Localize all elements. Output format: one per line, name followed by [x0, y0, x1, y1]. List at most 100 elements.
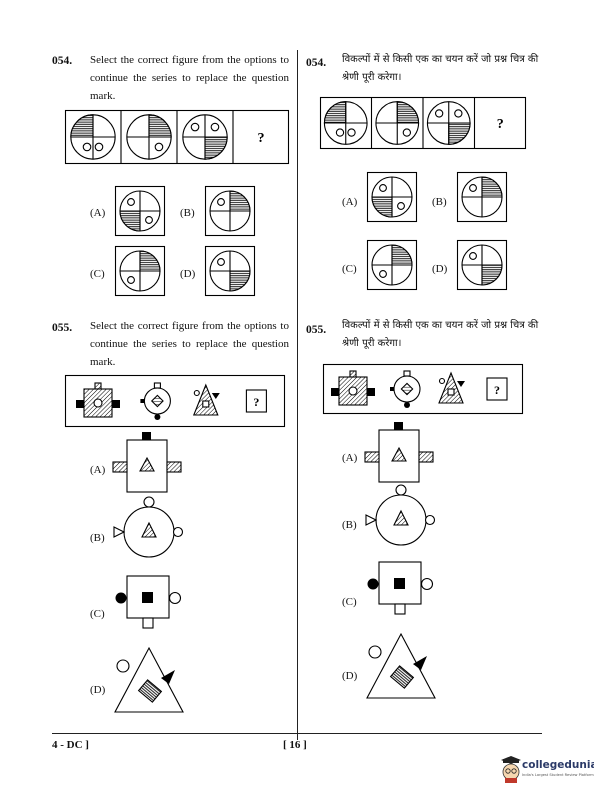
small-circle: [454, 109, 463, 118]
hatched-triangle: [192, 383, 219, 416]
quadrant-circle: [371, 244, 413, 286]
q54-option-b-figure[interactable]: [204, 185, 256, 237]
q55-option-b-figure-hi[interactable]: [357, 484, 447, 554]
q55-option-b-label[interactable]: (B): [90, 532, 105, 544]
small-circle: [168, 591, 182, 605]
black-triangle: [211, 393, 220, 399]
q55-option-d-figure[interactable]: [105, 640, 195, 720]
footer-rule: [52, 733, 542, 734]
question-mark: ?: [258, 131, 265, 146]
q54-option-d-figure[interactable]: [204, 245, 256, 297]
q54-option-d-label-hi[interactable]: (D): [432, 263, 448, 275]
small-circle: [127, 276, 135, 284]
q54-option-d-label[interactable]: (D): [180, 268, 196, 280]
question-mark: ?: [497, 117, 504, 132]
hatched-triangle: [391, 446, 407, 462]
small-square: [94, 382, 102, 390]
q54-option-c-figure-hi[interactable]: [366, 239, 418, 291]
small-circle: [469, 184, 477, 192]
q55-option-b-label-hi[interactable]: (B): [342, 519, 357, 531]
small-circle: [402, 128, 412, 137]
q54-number-hi: 054.: [306, 57, 327, 69]
q54-question-text: Select the correct figure from the optio…: [90, 54, 289, 102]
q54-option-a-figure[interactable]: [114, 185, 166, 237]
quadrant-circle: [126, 114, 172, 160]
black-square: [394, 578, 405, 589]
small-circle: [379, 270, 387, 278]
small-circle: [217, 258, 225, 266]
black-square: [331, 388, 339, 396]
q55-option-c-label[interactable]: (C): [90, 608, 105, 620]
q55-option-c-figure[interactable]: [105, 572, 195, 642]
black-square: [140, 399, 145, 403]
small-circle: [190, 122, 200, 132]
hatched-triangle: [438, 371, 464, 404]
quadrant-circle: [461, 244, 503, 286]
hatched-quadrant: [391, 244, 413, 266]
hatched-square: [112, 461, 128, 473]
quadrant-circle: [209, 190, 251, 232]
q55-option-b-figure[interactable]: [105, 496, 195, 566]
small-circle: [116, 659, 130, 673]
hatched-quadrant: [229, 190, 251, 212]
q55-option-c-figure-hi[interactable]: [357, 558, 447, 628]
q55-option-a-label-hi[interactable]: (A): [342, 452, 358, 464]
hatched-quadrant: [148, 114, 172, 138]
hatched-quadrant: [481, 264, 503, 286]
small-circle: [172, 526, 184, 538]
black-square: [394, 422, 403, 430]
q55-question-text: Select the correct figure from the optio…: [90, 320, 289, 368]
small-circle: [420, 577, 434, 591]
side-triangle: [113, 526, 126, 538]
small-square: [403, 370, 411, 377]
hatched-quadrant: [448, 122, 471, 145]
black-square: [76, 400, 84, 408]
q54-option-d-figure-hi[interactable]: [456, 239, 508, 291]
series-frame: [64, 374, 286, 428]
q54-option-c-label[interactable]: (C): [90, 268, 105, 280]
q55-option-d-label[interactable]: (D): [90, 684, 106, 696]
quadrant-circle: [182, 114, 228, 160]
q54-series-figure: ?: [64, 109, 290, 165]
q55-option-a-label[interactable]: (A): [90, 464, 106, 476]
small-square: [349, 370, 357, 378]
q54-series-figure-hi: ?: [319, 96, 527, 150]
big-triangle: [114, 646, 184, 713]
side-triangle: [365, 514, 378, 526]
hatched-quadrant: [229, 270, 251, 292]
q55-option-a-figure-hi[interactable]: [357, 420, 447, 490]
q54-option-b-figure-hi[interactable]: [456, 171, 508, 223]
q54-option-a-label-hi[interactable]: (A): [342, 196, 358, 208]
black-triangle: [413, 656, 427, 670]
small-circle: [127, 198, 135, 206]
q55-number: 055.: [52, 322, 73, 334]
black-circle: [115, 592, 127, 604]
q55-option-d-figure-hi[interactable]: [357, 626, 447, 706]
series-frame: [322, 363, 524, 415]
small-circle: [217, 198, 225, 206]
q55-option-d-label-hi[interactable]: (D): [342, 670, 358, 682]
small-circle: [143, 496, 155, 508]
small-circle: [438, 377, 446, 385]
q54-option-b-label[interactable]: (B): [180, 207, 195, 219]
q54-option-c-figure[interactable]: [114, 245, 166, 297]
q54-option-b-label-hi[interactable]: (B): [432, 196, 447, 208]
quadrant-circle: [426, 101, 471, 145]
question-mark: ?: [253, 395, 259, 409]
q55-option-a-figure[interactable]: [105, 430, 195, 500]
logo-wordmark: collegedunia: [522, 759, 594, 771]
q54-option-a-label[interactable]: (A): [90, 207, 106, 219]
small-circle: [368, 645, 382, 659]
q54-option-c-label-hi[interactable]: (C): [342, 263, 357, 275]
small-circle: [424, 514, 436, 526]
hatched-triangle: [393, 509, 409, 526]
small-circle: [379, 184, 387, 192]
q54-option-a-figure-hi[interactable]: [366, 171, 418, 223]
q55-series-figure: ?: [64, 374, 286, 428]
black-square: [142, 432, 151, 440]
q55-series-figure-hi: ?: [322, 363, 524, 415]
small-square: [202, 400, 210, 408]
question-mark: ?: [494, 383, 500, 397]
small-circle: [154, 142, 164, 152]
q55-option-c-label-hi[interactable]: (C): [342, 596, 357, 608]
